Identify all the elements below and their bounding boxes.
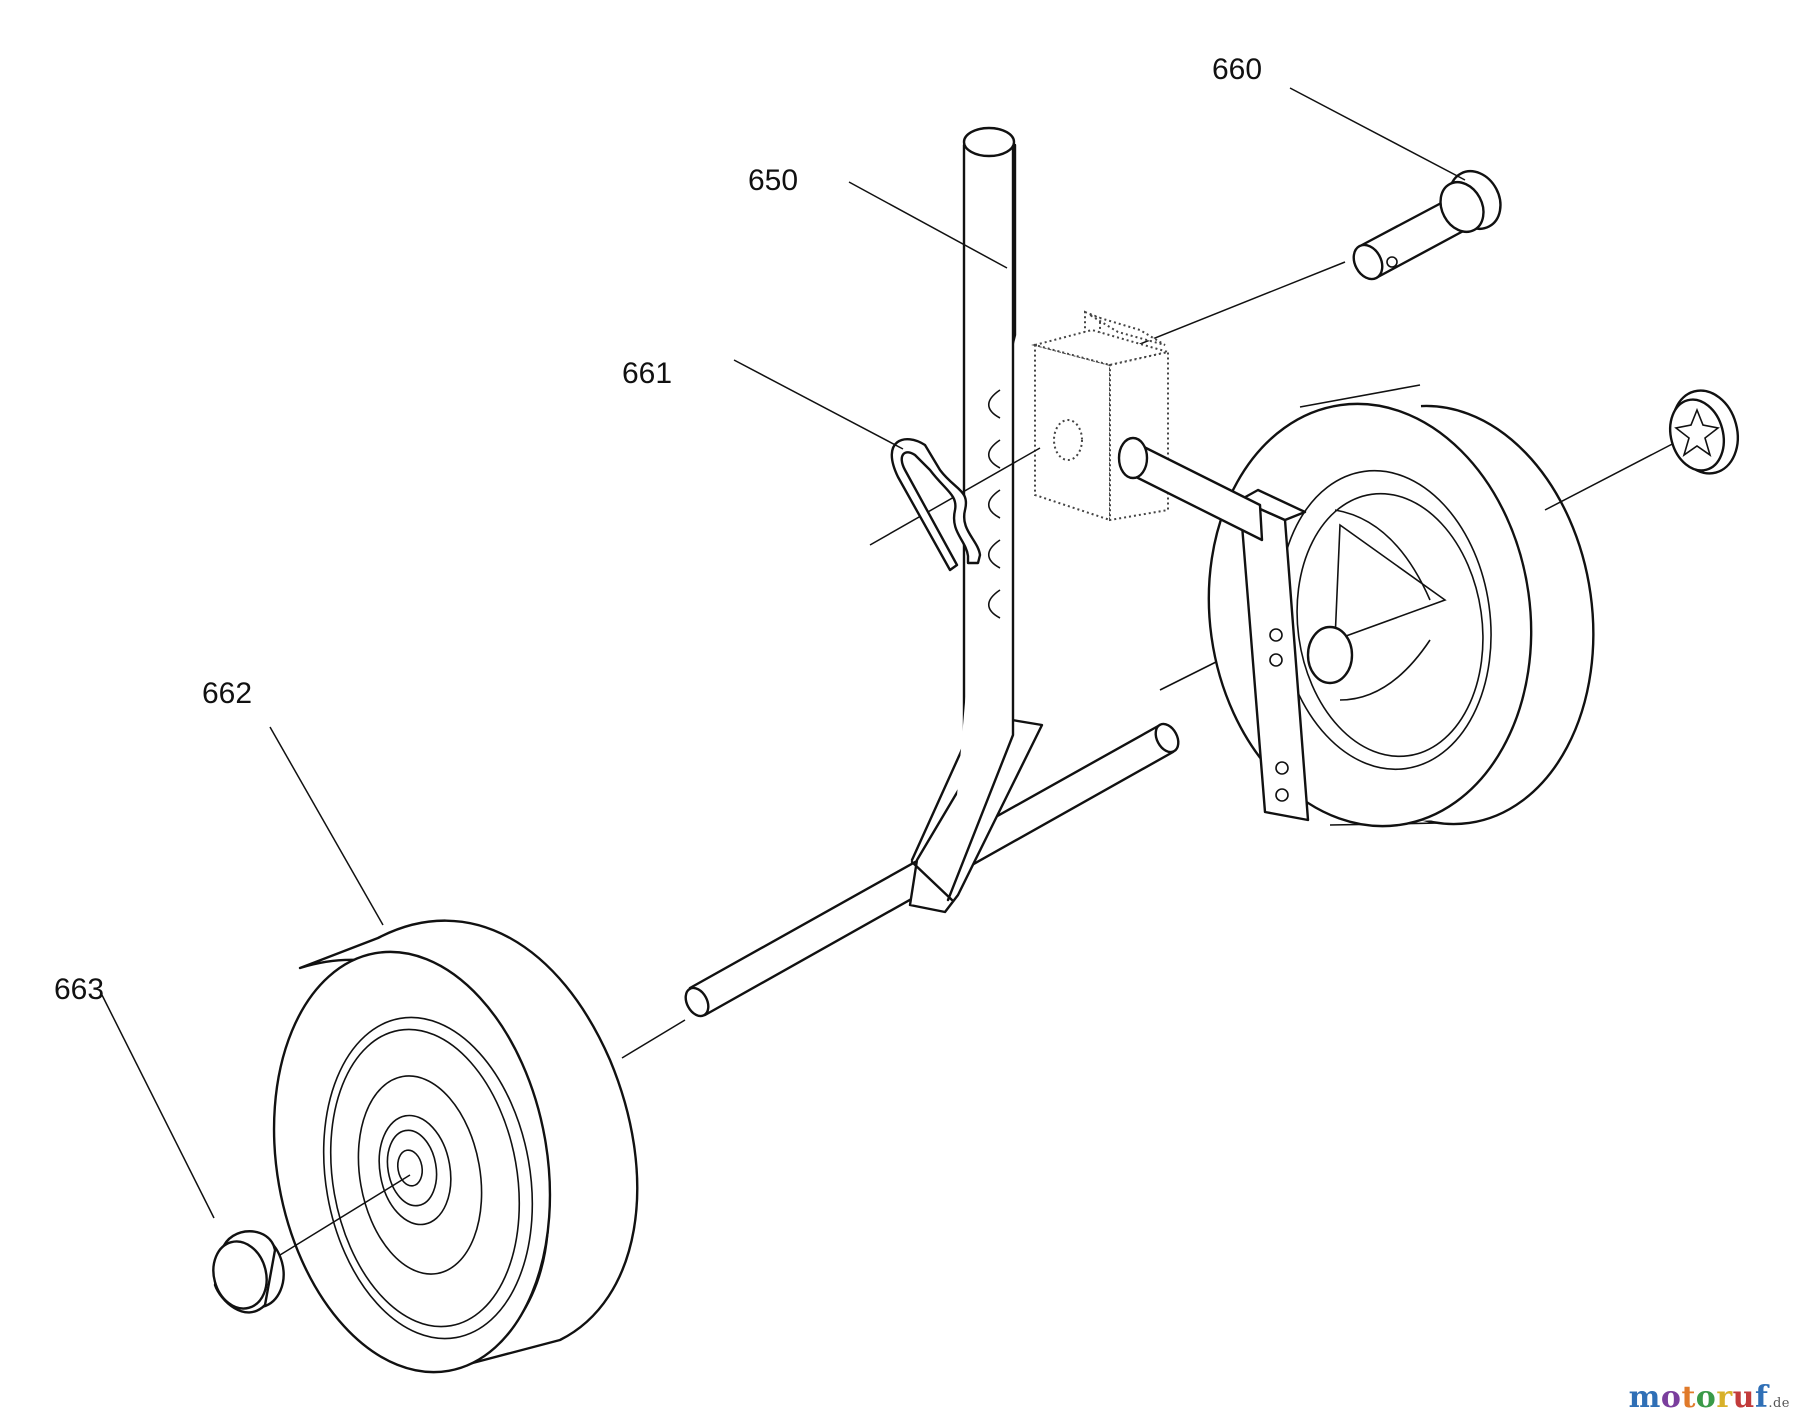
handle-650 (869, 126, 1044, 914)
callout-661: 661 (622, 357, 672, 390)
wheel-bracket (1238, 488, 1310, 822)
right-wheel (1207, 384, 1595, 828)
watermark-letter: o (1660, 1380, 1682, 1415)
leader-660 (1289, 87, 1466, 181)
watermark-letter: u (1732, 1380, 1755, 1415)
callout-650: 650 (748, 164, 798, 197)
leader-663 (101, 994, 215, 1219)
hairpin-clip-661 (890, 437, 982, 572)
callout-660: 660 (1212, 53, 1262, 86)
watermark-tld: .de (1768, 1396, 1790, 1411)
mounting-block (1031, 310, 1264, 542)
watermark-logo: motoruf.de (1629, 1380, 1790, 1415)
leader-661 (733, 359, 904, 450)
watermark-letter: t (1681, 1380, 1696, 1415)
watermark-letter: r (1716, 1380, 1733, 1415)
callout-662: 662 (202, 677, 252, 710)
watermark-letter: m (1628, 1380, 1661, 1415)
right-wheel-cap (1544, 389, 1739, 511)
wheel-cap-663 (212, 1174, 411, 1314)
pin-660 (1099, 170, 1502, 361)
callout-663: 663 (54, 973, 104, 1006)
watermark-letter: f (1754, 1380, 1769, 1415)
left-wheel-662 (272, 919, 686, 1374)
leader-662 (269, 726, 384, 926)
leader-650 (848, 181, 1008, 269)
watermark-letter: o (1695, 1380, 1717, 1415)
